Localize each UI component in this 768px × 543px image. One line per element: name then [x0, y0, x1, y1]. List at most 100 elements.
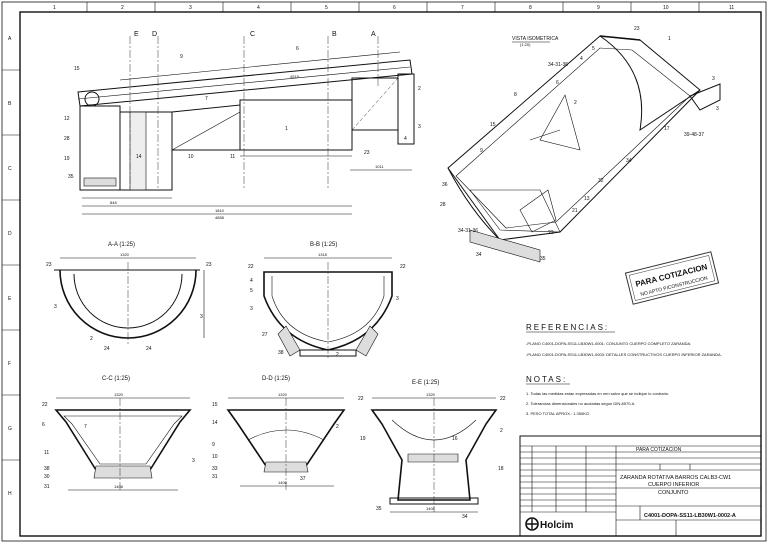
row-index: A B C D E F G H: [2, 36, 20, 497]
svg-text:7: 7: [205, 96, 208, 102]
section-aa-title: A-A (1:25): [108, 242, 135, 248]
svg-text:1: 1: [668, 36, 671, 42]
svg-text:36: 36: [442, 182, 448, 188]
section-bb-title: B-B (1:25): [310, 242, 337, 248]
svg-text:16: 16: [452, 436, 458, 442]
svg-text:27: 27: [262, 332, 268, 338]
col-9: 9: [597, 5, 600, 11]
svg-text:2: 2: [418, 86, 421, 92]
iso-title: VISTA ISOMETRICA: [512, 36, 559, 42]
iso-scale: (1:20): [520, 42, 531, 47]
svg-text:32: 32: [598, 178, 604, 184]
svg-text:6: 6: [42, 422, 45, 428]
svg-text:38: 38: [278, 350, 284, 356]
svg-text:1: 1: [285, 126, 288, 132]
svg-text:1320: 1320: [278, 392, 288, 397]
col-11: 11: [729, 5, 734, 11]
section-cc: C-C (1:25) 1320 1408 22 6 7 11 38 30 31 …: [42, 376, 195, 492]
svg-text:19: 19: [64, 156, 70, 162]
svg-text:4: 4: [250, 278, 253, 284]
svg-text:34: 34: [476, 252, 482, 258]
svg-text:30: 30: [44, 474, 50, 480]
cut-mark-E: E: [134, 31, 139, 38]
svg-text:1011: 1011: [375, 164, 384, 169]
svg-text:3: 3: [716, 106, 719, 112]
svg-text:24: 24: [146, 346, 152, 352]
section-ee: E-E (1:25) 1320 1408 22 22 19 2 16 18 35…: [358, 380, 506, 520]
svg-text:15: 15: [74, 66, 80, 72]
cut-mark-D: D: [152, 31, 157, 38]
svg-text:17: 17: [664, 126, 670, 132]
row-G: G: [8, 426, 12, 432]
svg-text:15: 15: [212, 402, 218, 408]
svg-text:23: 23: [548, 230, 554, 236]
svg-text:39-48-37: 39-48-37: [684, 132, 704, 138]
svg-text:23: 23: [46, 262, 52, 268]
svg-text:1320: 1320: [426, 392, 436, 397]
svg-text:2: 2: [500, 428, 503, 434]
col-4: 4: [257, 5, 260, 11]
svg-text:4858: 4858: [215, 215, 225, 220]
svg-text:34-31-36: 34-31-36: [458, 228, 478, 234]
svg-text:14: 14: [136, 154, 142, 160]
reference-item-1: -PLANO C4001-DOPA-SS11-LB30W1-0001: CONJ…: [526, 341, 691, 346]
svg-text:2: 2: [90, 336, 93, 342]
svg-text:848: 848: [110, 200, 117, 205]
row-C: C: [8, 166, 12, 172]
references-block: REFERENCIAS: -PLANO C4001-DOPA-SS11-LB30…: [526, 323, 722, 357]
svg-text:1320: 1320: [114, 392, 124, 397]
svg-text:3: 3: [418, 124, 421, 130]
row-H: H: [8, 491, 12, 497]
svg-text:2: 2: [574, 100, 577, 106]
inner-border: [19, 11, 762, 537]
svg-text:4515: 4515: [290, 74, 300, 79]
svg-text:4: 4: [580, 56, 583, 62]
references-title: REFERENCIAS:: [526, 323, 609, 332]
col-6: 6: [393, 5, 396, 11]
svg-text:23: 23: [206, 262, 212, 268]
title-block: PARA COTIZACION ZARANDA ROTATIVA BARROS …: [519, 435, 762, 537]
svg-text:10: 10: [188, 154, 194, 160]
section-ee-title: E-E (1:25): [412, 380, 439, 386]
svg-text:14: 14: [212, 420, 218, 426]
svg-text:3: 3: [396, 296, 399, 302]
row-B: B: [8, 101, 12, 107]
isometric-view: VISTA ISOMETRICA (1:20) 23 1 5 4 34-31-3…: [440, 26, 721, 263]
reference-item-2: -PLANO C4001-DOPA-SS11-LB30W1-0003: DETA…: [526, 352, 722, 357]
svg-text:10: 10: [212, 454, 218, 460]
svg-text:1318: 1318: [318, 252, 328, 257]
svg-text:11: 11: [230, 154, 235, 160]
svg-text:34: 34: [462, 514, 468, 520]
revision-status: PARA COTIZACION: [636, 447, 682, 453]
svg-text:3: 3: [192, 458, 195, 464]
col-1: 1: [53, 5, 56, 11]
section-dd: D-D (1:25) 1320 1408 15 14 9 10 33 31 2 …: [212, 376, 346, 490]
svg-text:18: 18: [498, 466, 504, 472]
svg-text:15: 15: [490, 122, 496, 128]
svg-text:34: 34: [626, 158, 632, 164]
svg-text:31: 31: [212, 474, 218, 480]
section-aa: A-A (1:25) 1320 23 23 3 3 2 24 24: [46, 242, 212, 352]
col-8: 8: [529, 5, 532, 11]
svg-text:2: 2: [336, 424, 339, 430]
svg-text:13: 13: [584, 196, 590, 202]
svg-text:22: 22: [248, 264, 254, 270]
svg-text:1408: 1408: [278, 480, 288, 485]
svg-text:4: 4: [404, 136, 407, 142]
col-10: 10: [663, 5, 669, 11]
notes-title: NOTAS:: [526, 375, 567, 384]
row-A: A: [8, 36, 12, 42]
svg-text:22: 22: [400, 264, 406, 270]
svg-text:28: 28: [440, 202, 446, 208]
drawing-title-line-1: ZARANDA ROTATIVA BARROS CALB3-CW1: [620, 475, 731, 481]
section-dd-title: D-D (1:25): [262, 376, 290, 382]
svg-text:28: 28: [64, 136, 70, 142]
svg-text:8: 8: [514, 92, 517, 98]
row-F: F: [8, 361, 11, 367]
col-3: 3: [189, 5, 192, 11]
company-name: Holcim: [540, 520, 573, 531]
svg-text:22: 22: [358, 396, 364, 402]
note-item-3: 3. PESO TOTAL APROX.: 1.350KG: [526, 411, 589, 416]
svg-text:6: 6: [556, 80, 559, 86]
svg-text:3: 3: [200, 314, 203, 320]
